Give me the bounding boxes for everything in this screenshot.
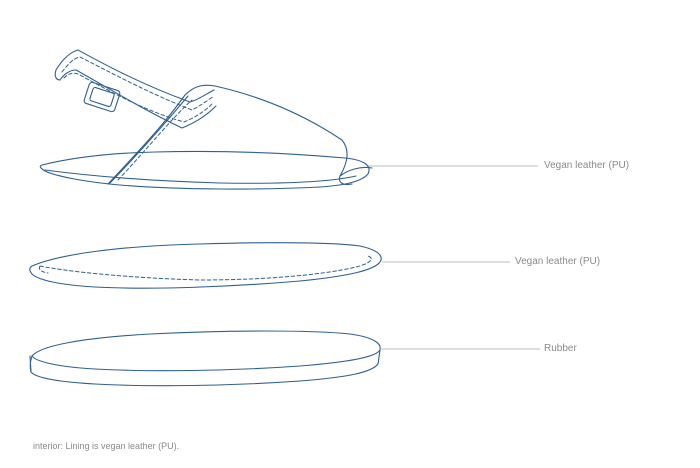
callout-upper-material: Vegan leather (PU): [544, 160, 630, 171]
outsole-heel-edge: [29, 355, 33, 373]
insole-stitch: [39, 255, 372, 281]
insole-layer: [29, 242, 382, 289]
sandal-upper-edge: [109, 95, 189, 184]
insole-stitch-heel: [39, 265, 49, 274]
lining-footnote: interior: Lining is vegan leather (PU).: [33, 441, 180, 451]
sandal-sole-outline: [39, 150, 370, 190]
sandal-sole-top-line: [44, 169, 357, 184]
heel-strap-outline-top: [55, 49, 215, 103]
sandal-upper-outline: [107, 84, 353, 186]
sandal-side-view: [39, 49, 373, 190]
outsole-layer: [29, 330, 381, 387]
sandal-toe-opening: [339, 166, 373, 177]
buckle-inner-icon: [89, 86, 115, 108]
buckle-icon: [83, 81, 121, 113]
callout-insole-material: Vegan leather (PU): [515, 256, 601, 267]
heel-strap-stitch-bottom: [63, 72, 213, 123]
heel-strap-stitch-top: [61, 56, 215, 111]
sandal-upper-stitch: [117, 99, 193, 181]
heel-strap-tab: [54, 69, 61, 81]
heel-strap-outline-bottom: [59, 69, 217, 129]
callout-outsole-material: Rubber: [544, 343, 577, 354]
insole-outline: [29, 242, 382, 289]
outsole-side-outline: [29, 349, 381, 387]
outsole-top-outline: [31, 330, 381, 372]
